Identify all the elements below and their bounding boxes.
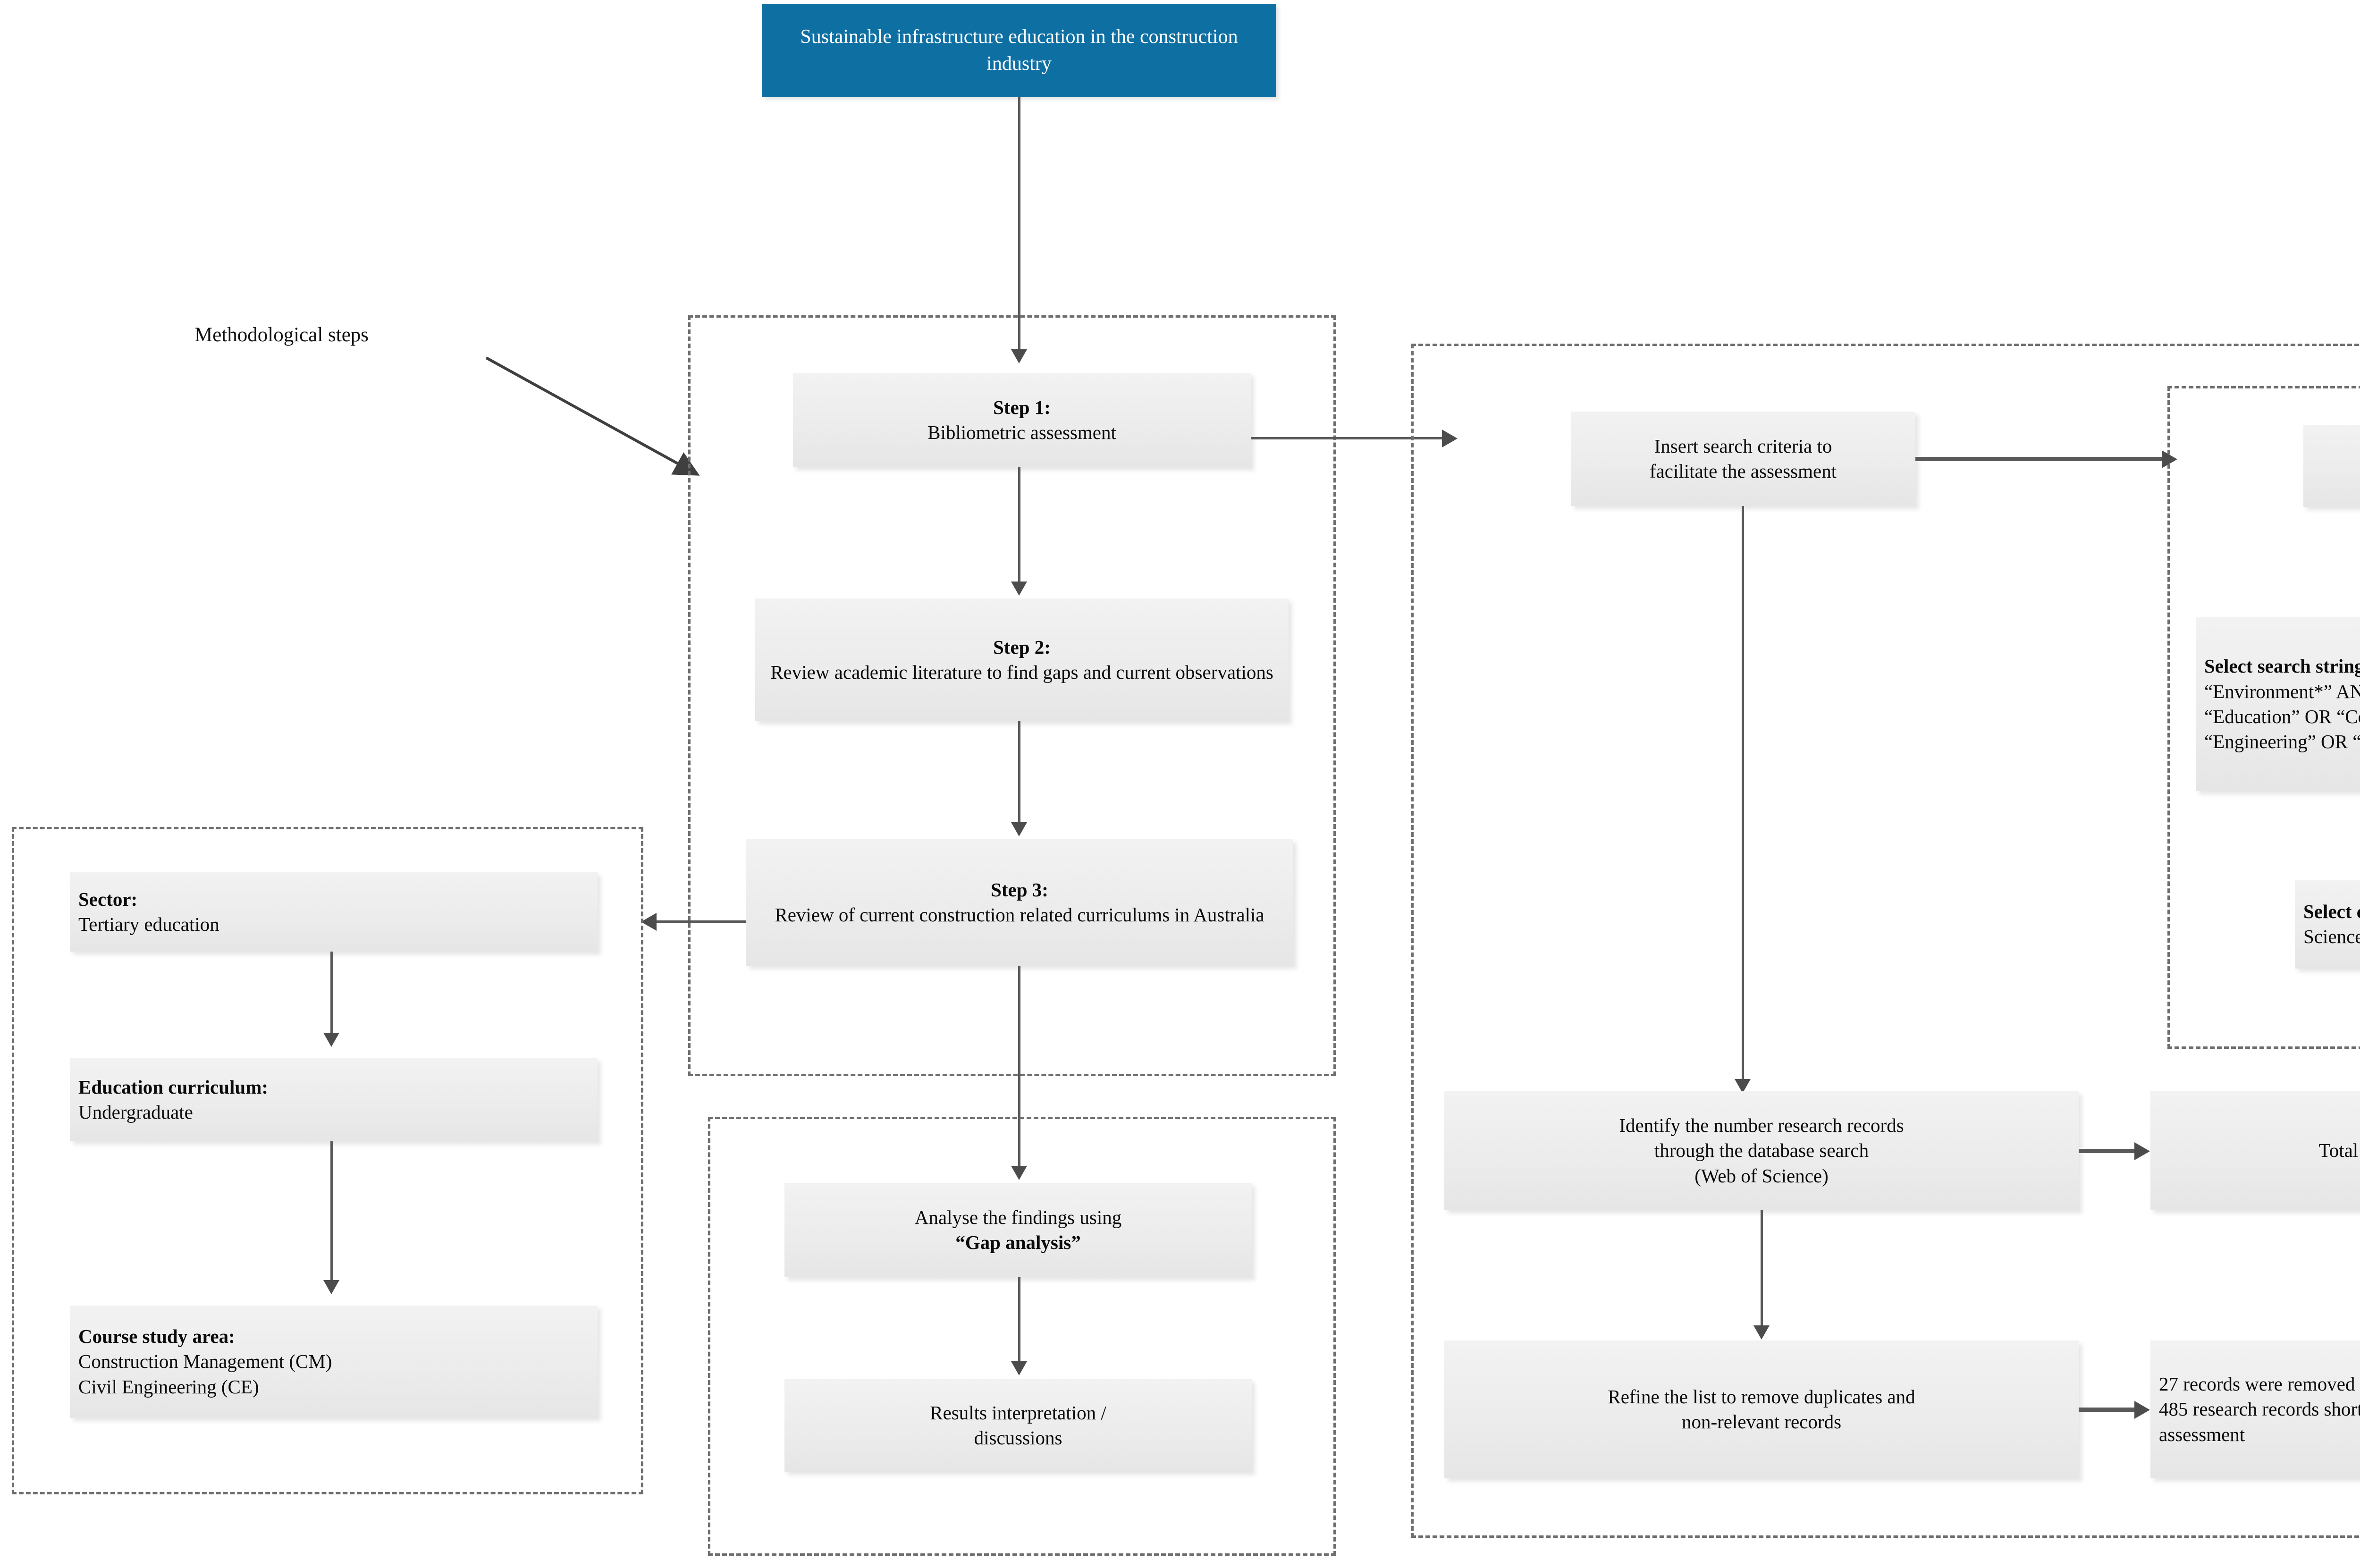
education-curriculum-body: Undergraduate	[78, 1101, 193, 1123]
citation-index-box: Select citation index: Science Citation …	[2295, 880, 2360, 969]
frame-analysis	[708, 1117, 1336, 1556]
gap-analysis-box: Analyse the findings using “Gap analysis…	[784, 1183, 1252, 1277]
frame-methodological-steps	[688, 315, 1336, 1076]
step-3-box: Step 3: Review of current construction r…	[746, 839, 1293, 966]
connector-gap-to-results	[1018, 1277, 1020, 1365]
arrowhead-criteria-to-timespan	[2162, 450, 2177, 468]
education-curriculum-box: Education curriculum: Undergraduate	[70, 1058, 598, 1141]
arrowhead-curriculum-to-course-area	[323, 1280, 339, 1294]
course-study-area-line-1: Construction Management (CM)	[78, 1350, 332, 1373]
step-1-box: Step 1: Bibliometric assessment	[793, 373, 1251, 467]
arrowhead-title-to-step1	[1011, 349, 1027, 363]
results-line-2: discussions	[974, 1427, 1062, 1449]
identify-records-line-2: through the database search	[1654, 1139, 1869, 1162]
course-study-area-box: Course study area: Construction Manageme…	[70, 1306, 598, 1418]
shortlisted-line-2: 485 research records shortlisted for	[2159, 1398, 2360, 1420]
search-string-line-3: “Engineering” OR “Architect*”	[2204, 731, 2360, 753]
frame-scope	[12, 827, 643, 1494]
step-2-box: Step 2: Review academic literature to fi…	[755, 599, 1289, 721]
methodological-steps-pointer-arrow	[485, 356, 700, 476]
step-1-heading: Step 1:	[993, 396, 1051, 418]
sector-heading: Sector:	[78, 888, 138, 910]
connector-criteria-to-identify-records	[1742, 506, 1744, 1083]
arrowhead-gap-to-results	[1011, 1361, 1027, 1375]
connector-sector-to-curriculum	[330, 952, 333, 1037]
sector-body: Tertiary education	[78, 913, 219, 935]
connector-criteria-to-timespan	[1915, 457, 2166, 461]
sector-box: Sector: Tertiary education	[70, 872, 598, 952]
connector-step3-to-gap-analysis	[1018, 966, 1020, 1170]
connector-step1-to-search-frame	[1251, 437, 1444, 439]
step-2-body: Review academic literature to find gaps …	[770, 661, 1273, 683]
refine-records-box: Refine the list to remove duplicates and…	[1444, 1340, 2079, 1478]
title-box: Sustainable infrastructure education in …	[762, 4, 1276, 97]
methodological-steps-label: Methodological steps	[194, 322, 459, 348]
refine-records-line-1: Refine the list to remove duplicates and	[1608, 1385, 1915, 1408]
arrowhead-step1-to-step2	[1011, 582, 1027, 596]
connector-step2-to-step3	[1018, 721, 1020, 826]
search-string-line-2: “Education” OR “Construction” OR	[2204, 706, 2360, 727]
insert-search-criteria-line-1: Insert search criteria to	[1654, 435, 1832, 457]
connector-step3-to-scope	[656, 920, 746, 923]
identify-records-box: Identify the number research records thr…	[1444, 1091, 2079, 1210]
time-span-box: Select time Span 2000–2021	[2303, 425, 2360, 507]
connector-step1-to-step2	[1018, 467, 1020, 585]
search-string-box: Select search string: “Environment*” AND…	[2196, 617, 2360, 791]
refine-records-line-2: non-relevant records	[1681, 1411, 1842, 1433]
arrowhead-sector-to-curriculum	[323, 1033, 339, 1047]
connector-curriculum-to-course-area	[330, 1141, 333, 1283]
connector-title-to-step1	[1018, 97, 1020, 352]
citation-index-body: Science Citation Index (SCI)	[2303, 926, 2360, 947]
shortlisted-line-3: assessment	[2159, 1423, 2245, 1445]
insert-search-criteria-box: Insert search criteria to facilitate the…	[1571, 412, 1915, 506]
connector-refine-to-shortlisted	[2079, 1408, 2136, 1412]
title-text: Sustainable infrastructure education in …	[800, 26, 1238, 75]
shortlisted-records-box: 27 records were removed 485 research rec…	[2150, 1340, 2360, 1478]
methodological-steps-text: Methodological steps	[194, 324, 369, 346]
identify-records-line-3: (Web of Science)	[1694, 1164, 1829, 1187]
total-records-box: Total number of research records - 512	[2150, 1091, 2360, 1210]
identify-records-line-1: Identify the number research records	[1619, 1114, 1904, 1137]
connector-identify-to-total-records	[2079, 1149, 2136, 1153]
arrowhead-step3-to-gap-analysis	[1011, 1166, 1027, 1180]
results-box: Results interpretation / discussions	[784, 1379, 1252, 1472]
time-span-heading: Select time Span	[2312, 441, 2360, 466]
arrowhead-step1-to-search-frame	[1442, 430, 1458, 447]
step-3-body: Review of current construction related c…	[775, 904, 1264, 926]
search-string-heading: Select search string:	[2204, 655, 2360, 677]
arrowhead-criteria-to-identify-records	[1735, 1079, 1751, 1093]
total-records-text: Total number of research records - 512	[2318, 1139, 2360, 1162]
arrowhead-identify-to-total-records	[2134, 1142, 2150, 1160]
gap-analysis-line-2: “Gap analysis”	[955, 1231, 1081, 1253]
arrowhead-identify-to-refine	[1753, 1325, 1770, 1340]
step-2-heading: Step 2:	[993, 636, 1051, 658]
course-study-area-heading: Course study area:	[78, 1325, 235, 1348]
results-line-1: Results interpretation /	[930, 1401, 1106, 1424]
frame-search-process	[1411, 344, 2360, 1538]
step-1-body: Bibliometric assessment	[927, 422, 1116, 443]
shortlisted-line-1: 27 records were removed	[2159, 1373, 2355, 1395]
time-span-body: 2000–2021	[2312, 466, 2360, 491]
arrowhead-refine-to-shortlisted	[2134, 1401, 2150, 1419]
arrowhead-step3-to-scope	[641, 913, 657, 931]
search-string-line-1: “Environment*” AND “Sustainab*” AND	[2204, 680, 2360, 702]
education-curriculum-heading: Education curriculum:	[78, 1076, 269, 1098]
course-study-area-line-2: Civil Engineering (CE)	[78, 1375, 259, 1398]
gap-analysis-line-1: Analyse the findings using	[914, 1206, 1122, 1228]
step-3-heading: Step 3:	[991, 878, 1048, 901]
connector-identify-to-refine	[1761, 1210, 1763, 1328]
arrowhead-step2-to-step3	[1011, 822, 1027, 836]
frame-search-settings	[2167, 386, 2360, 1049]
insert-search-criteria-line-2: facilitate the assessment	[1649, 460, 1837, 482]
citation-index-heading: Select citation index:	[2303, 900, 2360, 922]
